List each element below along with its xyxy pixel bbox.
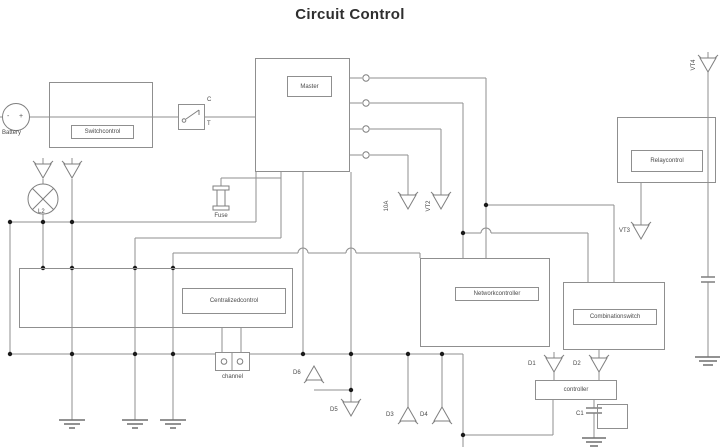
d6-label: D6	[293, 370, 301, 376]
d5-diode-icon	[340, 398, 362, 418]
arrow-down-left1-icon	[32, 160, 54, 180]
battery-icon[interactable]	[2, 103, 30, 131]
vt2-arrow-icon	[430, 191, 452, 211]
channel-label: channel	[221, 374, 244, 380]
fuse-icon[interactable]	[212, 185, 230, 211]
lamp-icon[interactable]	[27, 183, 59, 215]
switch-contact-t: T	[207, 121, 211, 127]
ground-symbols	[59, 356, 720, 447]
c1-label: C1	[576, 411, 584, 417]
vt3-arrow-icon	[630, 221, 652, 241]
controller-box[interactable]: controller	[535, 380, 617, 400]
ground-icon	[582, 437, 606, 447]
d2-diode-icon	[588, 354, 610, 374]
switchcontrol-label: Switchcontrol	[71, 125, 134, 139]
d1-diode-icon	[543, 354, 565, 374]
vt4-arrow-icon	[697, 54, 719, 74]
relaycontrol-box[interactable]	[617, 117, 716, 183]
capacitor-c1-icon	[586, 407, 602, 414]
combinationswitch-box[interactable]	[563, 282, 665, 350]
combinationswitch-label: Combinationswitch	[573, 309, 657, 325]
d5-label: D5	[330, 407, 338, 413]
relaycontrol-label: Relaycontrol	[631, 150, 703, 172]
d1-label: D1	[528, 361, 536, 367]
centralizedcontrol-box[interactable]	[19, 268, 293, 328]
channel-box[interactable]	[215, 352, 250, 371]
switchcontrol-box[interactable]	[49, 82, 153, 148]
switch-contact-c: C	[207, 97, 212, 103]
fuse-label: Fuse	[214, 213, 228, 219]
d6-diode-icon	[303, 364, 325, 384]
fuse-rating-arrow-icon	[397, 191, 419, 211]
arrow-down-left2-icon	[61, 160, 83, 180]
networkcontroller-box[interactable]	[420, 258, 550, 347]
junction-dots	[7, 202, 489, 438]
d3-label: D3	[386, 412, 394, 418]
master-box[interactable]	[255, 58, 350, 172]
battery-label: Battery	[2, 130, 22, 136]
ignition-switch-box[interactable]	[178, 104, 205, 130]
channel-contacts	[220, 358, 244, 365]
battery-plus: +	[19, 113, 24, 120]
triangle-symbols	[32, 54, 719, 425]
fuse-rating-label: 10A	[384, 200, 390, 212]
d2-label: D2	[573, 361, 581, 367]
centralizedcontrol-label: Centralizedcontrol	[182, 288, 286, 314]
d4-diode-icon	[431, 405, 453, 425]
ground-icon	[160, 419, 186, 429]
wires-horizontal	[0, 77, 614, 436]
capacitor-right-icon	[701, 276, 715, 283]
ground-icon	[59, 419, 85, 429]
wires-vertical	[9, 52, 709, 447]
ground-icon	[695, 356, 720, 366]
networkcontroller-label: Networkcontroller	[455, 287, 539, 301]
lamp-label: L2	[38, 209, 45, 215]
ground-icon	[122, 419, 148, 429]
master-terminal-circles	[362, 74, 370, 159]
vt3-label: VT3	[619, 228, 631, 234]
master-label: Master	[287, 76, 332, 97]
vt4-label: VT4	[691, 59, 697, 71]
battery-minus: -	[7, 113, 10, 120]
diagram-title: Circuit Control	[295, 6, 405, 23]
d3-diode-icon	[397, 405, 419, 425]
wire-hops	[297, 227, 492, 254]
switch-lever-icon[interactable]	[181, 109, 200, 123]
vt2-label: VT2	[426, 200, 432, 212]
c1-module-box[interactable]	[597, 404, 628, 429]
d4-label: D4	[420, 412, 428, 418]
